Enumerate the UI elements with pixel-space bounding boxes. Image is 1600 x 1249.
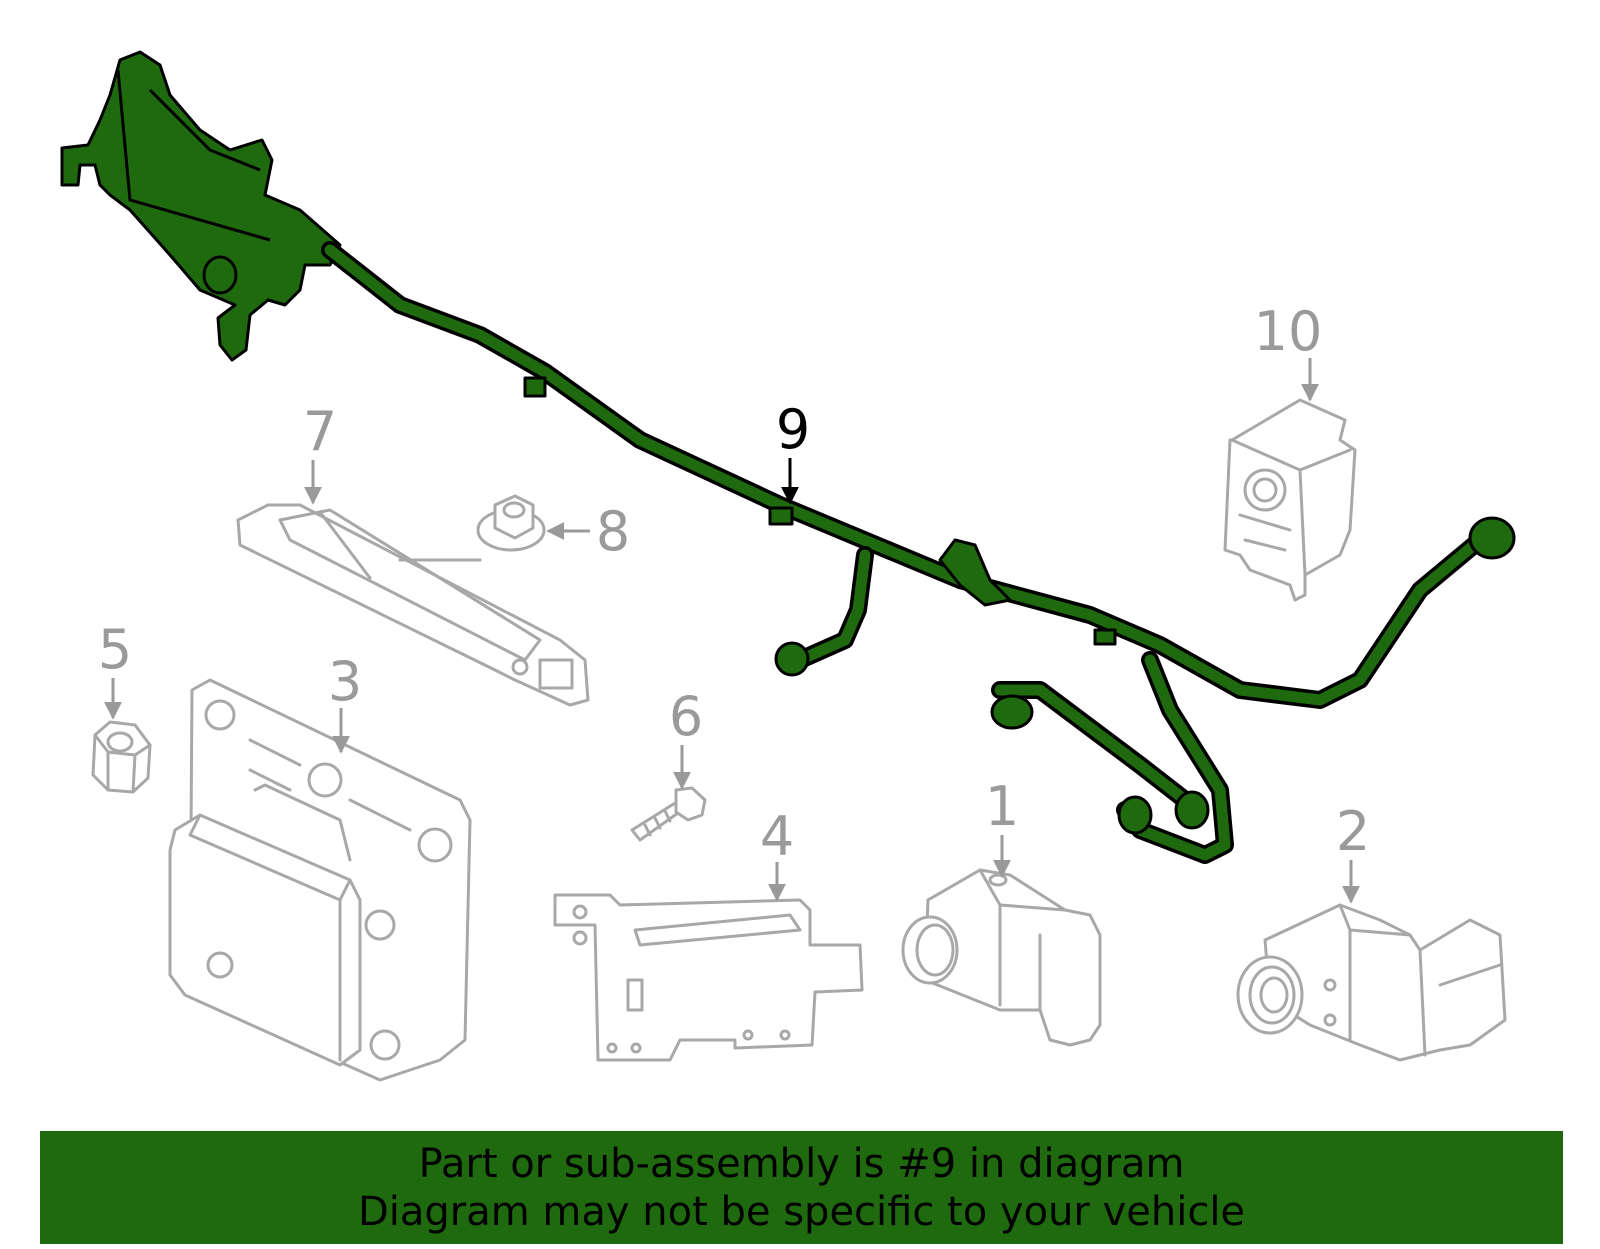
callout-9: 9 — [776, 398, 810, 505]
callout-label-5: 5 — [98, 618, 132, 681]
callout-label-1: 1 — [985, 775, 1019, 838]
callout-1: 1 — [985, 775, 1019, 878]
callout-5: 5 — [98, 618, 132, 720]
harness-left-cluster — [60, 50, 342, 362]
callout-label-8: 8 — [596, 500, 630, 563]
mounting-bracket-part-7[interactable] — [236, 503, 590, 707]
callout-label-4: 4 — [760, 805, 794, 868]
callout-8: 8 — [546, 500, 630, 563]
info-banner: Part or sub-assembly is #9 in diagram Di… — [40, 1131, 1563, 1244]
camera-sensor-part-2[interactable] — [1236, 903, 1507, 1062]
sensor-bracket-part-10[interactable] — [1223, 398, 1357, 602]
control-module-part-3[interactable] — [168, 678, 472, 1082]
flange-nut-part-5[interactable] — [91, 720, 152, 794]
callout-label-6: 6 — [669, 685, 703, 748]
callout-label-3: 3 — [328, 650, 362, 713]
banner-line-disclaimer: Diagram may not be specific to your vehi… — [357, 1188, 1246, 1235]
callout-label-7: 7 — [303, 400, 337, 463]
callout-3: 3 — [328, 650, 362, 754]
callout-label-2: 2 — [1336, 800, 1370, 863]
nut-part-8[interactable] — [476, 494, 546, 552]
callout-7: 7 — [303, 400, 337, 505]
wiring-harness-part-9[interactable] — [60, 50, 1516, 864]
callout-10: 10 — [1254, 300, 1323, 402]
parking-sensor-part-1[interactable] — [901, 868, 1102, 1047]
bracket-part-4[interactable] — [553, 893, 864, 1062]
screw-part-6[interactable] — [630, 786, 707, 842]
callout-6: 6 — [669, 685, 703, 790]
callout-2: 2 — [1336, 800, 1370, 904]
callout-label-9: 9 — [776, 398, 810, 461]
banner-line-part-info: Part or sub-assembly is #9 in diagram — [418, 1140, 1185, 1187]
callout-4: 4 — [760, 805, 794, 902]
callout-label-10: 10 — [1254, 300, 1323, 363]
